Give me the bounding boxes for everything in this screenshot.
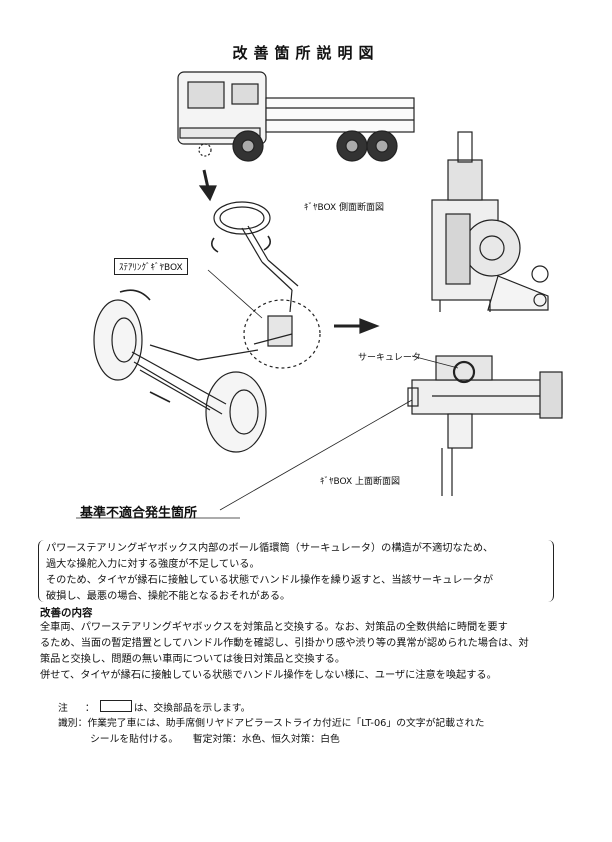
down-arrow: [198, 169, 217, 202]
improvement-heading: 改善の内容: [40, 607, 93, 619]
note-separator: ：: [84, 703, 95, 714]
improvement-line: 併せて、タイヤが縁石に接触している状態でハンドル操作をしない様に、ユーザに注意を…: [40, 670, 497, 681]
label-top-section: ｷﾞﾔBOX 上面断面図: [320, 477, 401, 487]
improvement-line: 策品と交換し、問題の無い車両については後日対策品と交換する。: [40, 654, 346, 665]
page-title: 改善箇所説明図: [232, 44, 380, 62]
right-arrow: [334, 318, 380, 334]
gearbox-highlight-circle: [243, 299, 321, 369]
steering-assembly: [210, 201, 299, 313]
note-row: 注 ： は、交換部品を示します。: [58, 700, 250, 717]
gearbox-side-section-view: [431, 131, 549, 312]
label-circulator: サーキュレータ: [358, 353, 421, 363]
defect-description: パワーステアリングギヤボックス内部のボール循環筒（サーキュレータ）の構造が不適切…: [46, 541, 493, 605]
identification-separator: ：: [77, 718, 88, 729]
identification-row: 識別：作業完了車には、助手席側リヤドアピラーストライカ付近に「LT-06」の文字…: [58, 716, 484, 732]
truck-illustration: [177, 71, 415, 162]
front-axle: [93, 289, 267, 453]
label-steering-gearbox: ｽﾃｱﾘﾝｸﾞｷﾞﾔBOX: [114, 258, 188, 275]
identification-label: 識別: [58, 718, 78, 729]
description-line: パワーステアリングギヤボックス内部のボール循環筒（サーキュレータ）の構造が不適切…: [46, 543, 494, 554]
note-text: は、交換部品を示します。: [133, 703, 251, 714]
replacement-part-legend-box: [99, 700, 132, 712]
description-line: 過大な操舵入力に対する強度が不足している。: [46, 559, 260, 570]
improvement-line: るため、当面の暫定措置としてハンドル作動を確認し、引掛かり感や渋り等の異常が認め…: [40, 638, 529, 649]
label-defect-location: 基準不適合発生箇所: [80, 506, 198, 521]
gearbox-top-section-view: [407, 355, 563, 496]
improvement-line: 全車両、パワーステアリングギヤボックスを対策品と交換する。なお、対策品の全数供給…: [40, 622, 508, 633]
note-label: 注: [58, 703, 68, 714]
identification-text-1: 作業完了車には、助手席側リヤドアピラーストライカ付近に「LT-06」の文字が記載…: [87, 718, 485, 729]
improvement-body: 全車両、パワーステアリングギヤボックスを対策品と交換する。なお、対策品の全数供給…: [40, 620, 529, 684]
description-line: 破損し、最悪の場合、操舵不能となるおそれがある。: [46, 591, 291, 602]
identification-text-2: シールを貼付ける。 暫定対策：水色、恒久対策：白色: [90, 734, 340, 745]
defect-description-box: [38, 540, 554, 602]
label-side-section: ｷﾞﾔBOX 側面断面図: [304, 203, 385, 213]
description-line: そのため、タイヤが縁石に接触している状態でハンドル操作を繰り返すと、当該サーキュ…: [46, 575, 494, 586]
